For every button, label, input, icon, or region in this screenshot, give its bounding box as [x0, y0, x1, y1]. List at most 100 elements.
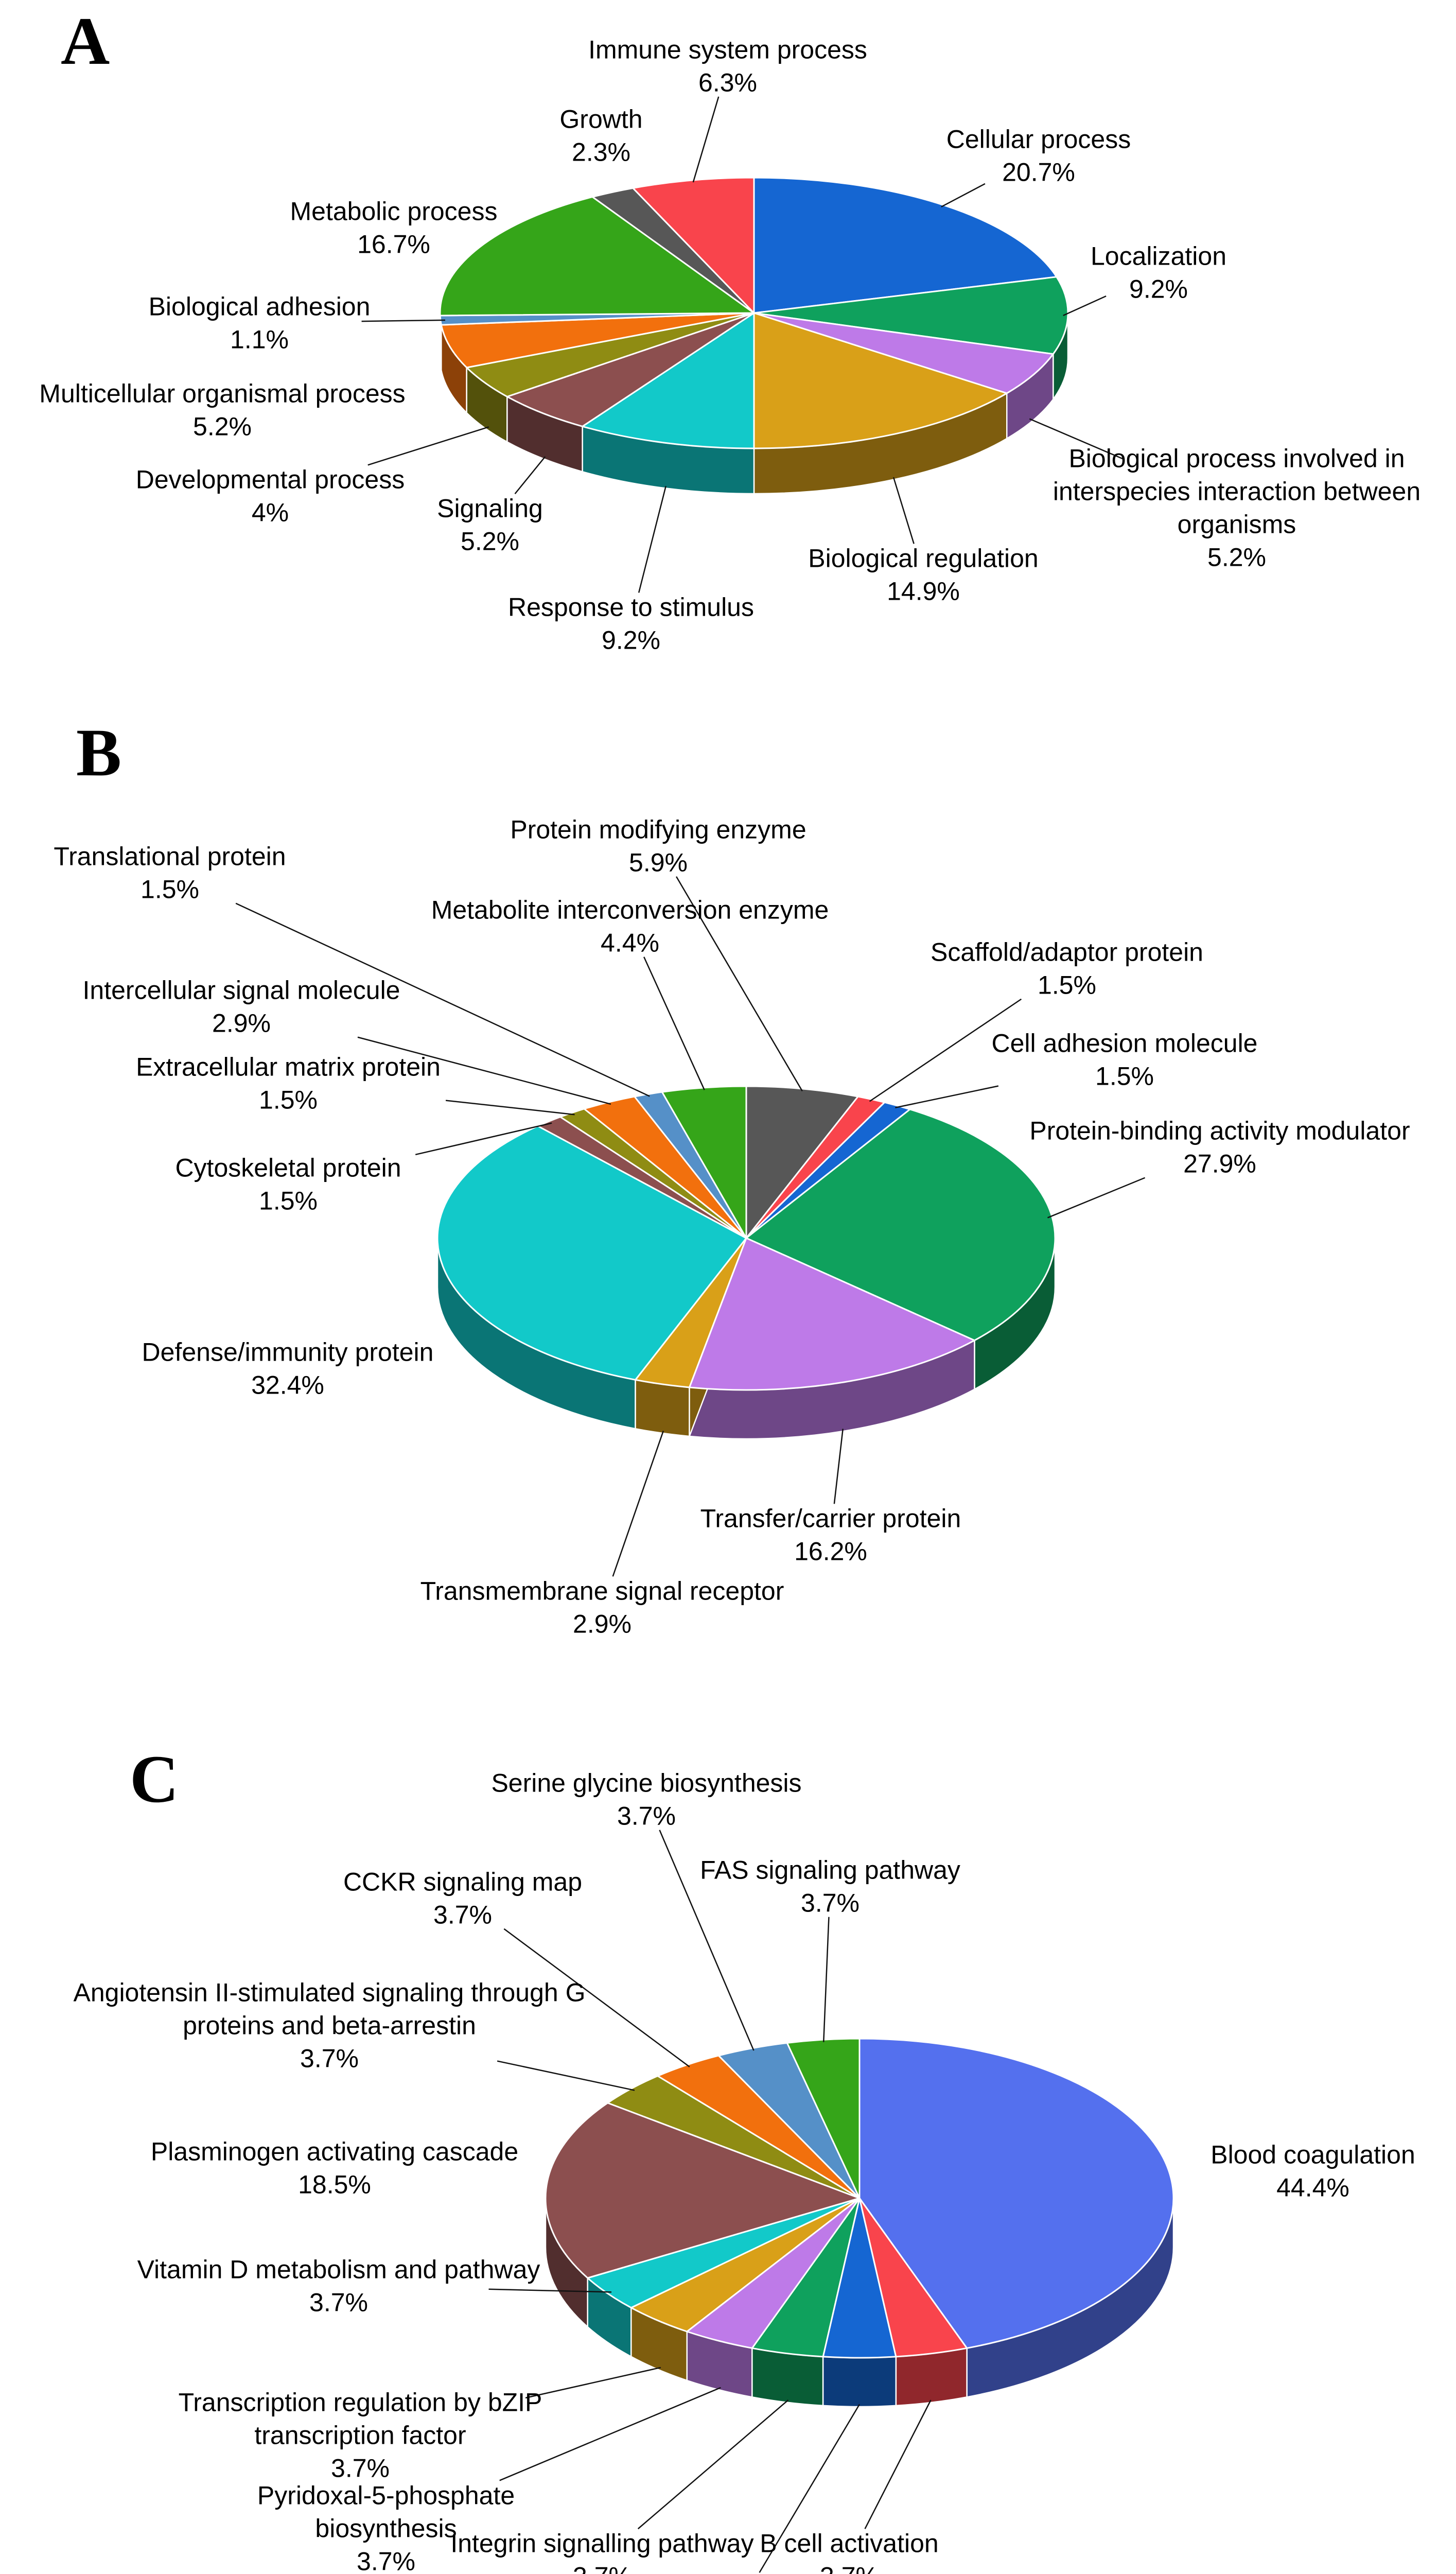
- pie-slice-b-4: [689, 1237, 975, 1391]
- leader-line-a-4: [638, 486, 666, 593]
- slice-pct-label-a-4: 9.2%: [602, 626, 660, 655]
- slice-pct-label-b-3: 27.9%: [1183, 1150, 1256, 1178]
- slice-label-a-2: Biological process involved in: [1068, 444, 1405, 473]
- slice-label-a-7: Multicellular organismal process: [39, 379, 405, 408]
- panel-letter-b: B: [76, 715, 122, 790]
- slice-label-c-0: Blood coagulation: [1211, 2141, 1415, 2169]
- pie-slice-side-b: [635, 1379, 690, 1437]
- slice-pct-label-b-5: 2.9%: [573, 1610, 631, 1639]
- slice-label-c-11: FAS signaling pathway: [700, 1856, 960, 1885]
- leader-line-b-3: [1047, 1177, 1146, 1219]
- slice-pct-label-b-1: 1.5%: [1038, 971, 1096, 1000]
- slice-pct-label-b-6: 32.4%: [251, 1371, 324, 1400]
- leader-line-a-2: [1029, 418, 1124, 460]
- slice-pct-label-b-10: 1.5%: [141, 875, 199, 904]
- leader-line-b-8: [445, 1100, 575, 1116]
- slice-label-b-3: Protein-binding activity modulator: [1029, 1117, 1410, 1145]
- slice-label-c-5: Transcription regulation by bZIP: [179, 2388, 542, 2417]
- slice-pct-label-a-5: 5.2%: [461, 527, 519, 556]
- slice-label-b-10: Translational protein: [54, 842, 286, 871]
- leader-line-c-1: [864, 2399, 932, 2529]
- leader-line-c-4: [499, 2387, 721, 2481]
- slice-label-b-6: Defense/immunity protein: [142, 1338, 434, 1367]
- leader-line-c-2: [759, 2404, 861, 2573]
- slice-label-b-9: Intercellular signal molecule: [83, 976, 400, 1005]
- slice-label-c-8: Angiotensin II-stimulated signaling thro…: [73, 1978, 585, 2007]
- slice-label-c-2: Angiogenesis: [664, 2573, 818, 2574]
- pie-slice-a-3: [753, 312, 1008, 449]
- slice-pct-label-c-0: 44.4%: [1276, 2173, 1349, 2202]
- slice-pct-label-c-11: 3.7%: [801, 1889, 859, 1918]
- slice-label-a-2: organisms: [1178, 510, 1296, 539]
- slice-label-c-4: biosynthesis: [315, 2514, 457, 2543]
- leader-line-a-8: [361, 319, 446, 322]
- pie-slice-a-2: [753, 312, 1054, 394]
- slice-label-a-10: Growth: [559, 105, 642, 134]
- leader-line-b-7: [415, 1122, 552, 1156]
- leader-line-a-5: [514, 456, 546, 495]
- leader-line-b-1: [869, 998, 1022, 1102]
- slice-label-a-9: Metabolic process: [290, 197, 498, 226]
- slice-label-b-8: Extracellular matrix protein: [136, 1053, 441, 1082]
- pie-slice-a-7: [440, 312, 755, 369]
- slice-pct-label-a-8: 1.1%: [230, 325, 289, 354]
- leader-line-b-5: [612, 1431, 664, 1577]
- leader-line-c-8: [497, 2060, 635, 2091]
- pie-slice-side-c: [895, 2347, 968, 2407]
- slice-pct-label-b-7: 1.5%: [259, 1187, 318, 1215]
- slice-label-a-1: Localization: [1091, 242, 1226, 271]
- slice-label-a-4: Response to stimulus: [508, 593, 754, 622]
- slice-label-b-7: Cytoskeletal protein: [175, 1154, 401, 1182]
- slice-label-c-4: Pyridoxal-5-phosphate: [257, 2481, 515, 2510]
- leader-line-b-0: [676, 876, 803, 1092]
- slice-pct-label-c-9: 3.7%: [433, 1901, 492, 1929]
- slice-label-c-10: Serine glycine biosynthesis: [491, 1769, 801, 1798]
- slice-pct-label-b-9: 2.9%: [212, 1009, 271, 1038]
- slice-pct-label-c-3: 3.7%: [573, 2562, 631, 2574]
- slice-pct-label-b-2: 1.5%: [1095, 1062, 1154, 1091]
- slice-pct-label-a-6: 4%: [252, 498, 289, 527]
- slice-label-a-5: Signaling: [437, 494, 543, 523]
- slice-label-c-1: B cell activation: [760, 2529, 938, 2558]
- slice-label-a-3: Biological regulation: [808, 544, 1039, 573]
- slice-label-c-9: CCKR signaling map: [343, 1868, 582, 1897]
- pie-slice-a-1: [753, 276, 1069, 355]
- leader-line-a-0: [941, 183, 986, 207]
- slice-pct-label-a-10: 2.3%: [572, 138, 630, 167]
- leader-line-b-10: [235, 902, 650, 1097]
- leader-line-c-10: [659, 1830, 755, 2051]
- slice-label-c-7: Plasminogen activating cascade: [151, 2137, 518, 2166]
- slice-label-c-6: Vitamin D metabolism and pathway: [137, 2255, 540, 2284]
- pie-slice-a-9: [439, 196, 755, 317]
- pie-slice-a-11: [632, 177, 755, 314]
- slice-pct-label-b-8: 1.5%: [259, 1086, 318, 1115]
- slice-label-b-2: Cell adhesion molecule: [992, 1029, 1258, 1058]
- pie-slice-b-0: [745, 1085, 859, 1239]
- leader-line-a-3: [892, 477, 915, 544]
- leader-line-c-5: [525, 2367, 661, 2399]
- slice-pct-label-a-3: 14.9%: [887, 577, 960, 606]
- slice-pct-label-a-7: 5.2%: [193, 412, 252, 441]
- slice-label-a-8: Biological adhesion: [149, 292, 371, 321]
- leader-line-a-6: [367, 426, 489, 466]
- leader-line-b-9: [357, 1036, 611, 1105]
- pie-slice-side-c: [822, 2356, 897, 2408]
- slice-label-b-1: Scaffold/adaptor protein: [931, 938, 1203, 967]
- pie-slice-c-7: [545, 2102, 861, 2279]
- slice-pct-label-a-1: 9.2%: [1129, 275, 1188, 304]
- leader-line-b-4: [833, 1429, 844, 1504]
- slice-pct-label-c-7: 18.5%: [298, 2170, 371, 2199]
- leader-line-c-9: [503, 1928, 690, 2067]
- slice-pct-label-c-6: 3.7%: [309, 2288, 368, 2317]
- slice-label-b-0: Protein modifying enzyme: [510, 815, 806, 844]
- leader-line-c-3: [637, 2399, 789, 2530]
- pie-slice-b-3: [745, 1108, 1056, 1342]
- slice-pct-label-c-5: 3.7%: [331, 2454, 390, 2483]
- slice-pct-label-c-8: 3.7%: [300, 2044, 359, 2073]
- leader-line-a-11: [692, 96, 720, 183]
- panel-letter-c: C: [130, 1741, 179, 1817]
- slice-pct-label-b-4: 16.2%: [794, 1537, 867, 1566]
- pie-slice-b-6: [436, 1125, 747, 1381]
